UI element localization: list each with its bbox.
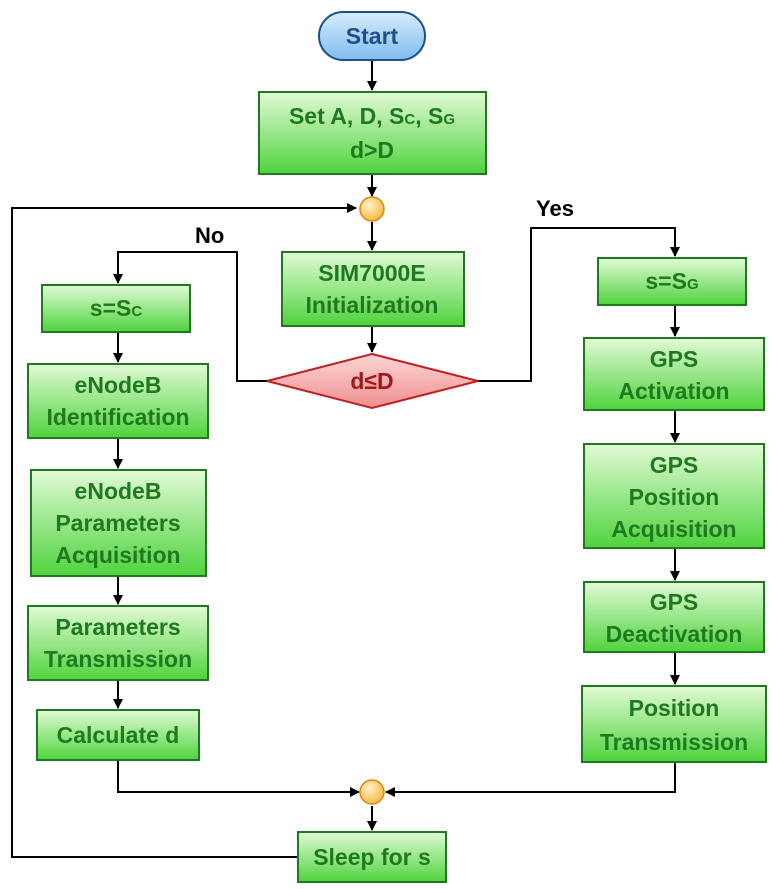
params-tx-line1: Parameters (55, 614, 180, 640)
edge-calc-merge (117, 760, 360, 797)
decision-diamond: d≤D (266, 352, 479, 410)
pos-tx-box: Position Transmission (581, 685, 767, 763)
gps-deact-box: GPS Deactivation (583, 581, 765, 653)
set-params-line2: d>D (350, 137, 394, 163)
gps-pos-line3: Acquisition (611, 516, 736, 542)
start-node: Start (318, 11, 426, 61)
label-no: No (195, 223, 224, 248)
enodeb-params-line3: Acquisition (55, 542, 180, 568)
start-label: Start (346, 23, 399, 49)
s-sg-label: s=SG (645, 268, 698, 294)
gps-act-box: GPS Activation (583, 337, 765, 411)
gps-deact-line2: Deactivation (606, 621, 743, 647)
label-yes: Yes (536, 196, 574, 221)
set-params-box: Set A, D, SC, SG d>D (258, 91, 487, 175)
enodeb-params-line2: Parameters (55, 510, 180, 536)
edges (11, 60, 680, 858)
sim-init-line2: Initialization (306, 292, 439, 318)
pos-tx-line2: Transmission (600, 729, 748, 755)
enodeb-params-line1: eNodeB (75, 478, 162, 504)
sim-init-box: SIM7000E Initialization (281, 251, 465, 327)
s-sg-box: s=SG (597, 257, 747, 306)
decision-label: d≤D (350, 368, 393, 394)
gps-deact-line1: GPS (650, 589, 699, 615)
gps-pos-line1: GPS (650, 452, 699, 478)
enodeb-id-line1: eNodeB (75, 372, 162, 398)
params-tx-line2: Transmission (44, 646, 192, 672)
gps-act-line1: GPS (650, 346, 699, 372)
enodeb-params-box: eNodeB Parameters Acquisition (30, 469, 207, 577)
enodeb-id-line2: Identification (46, 404, 189, 430)
gps-act-line2: Activation (618, 378, 729, 404)
loop-connector (359, 196, 385, 222)
edge-postx-merge (385, 762, 676, 797)
edge-decision-yes (478, 227, 680, 382)
params-tx-box: Parameters Transmission (27, 605, 209, 681)
sim-init-line1: SIM7000E (318, 260, 425, 286)
edge-decision-no (113, 251, 267, 382)
sleep-box: Sleep for s (297, 831, 447, 883)
merge-connector (359, 779, 385, 805)
pos-tx-line1: Position (629, 695, 720, 721)
set-params-line1: Set A, D, SC, SG (289, 103, 455, 129)
s-sc-box: s=SC (41, 284, 191, 333)
enodeb-id-box: eNodeB Identification (27, 363, 209, 439)
gps-pos-box: GPS Position Acquisition (583, 443, 765, 549)
sleep-label: Sleep for s (313, 844, 431, 870)
calc-d-label: Calculate d (57, 722, 180, 748)
edge-sleep-loop (11, 203, 357, 858)
calc-d-box: Calculate d (36, 709, 200, 761)
s-sc-label: s=SC (90, 295, 143, 321)
gps-pos-line2: Position (629, 484, 720, 510)
